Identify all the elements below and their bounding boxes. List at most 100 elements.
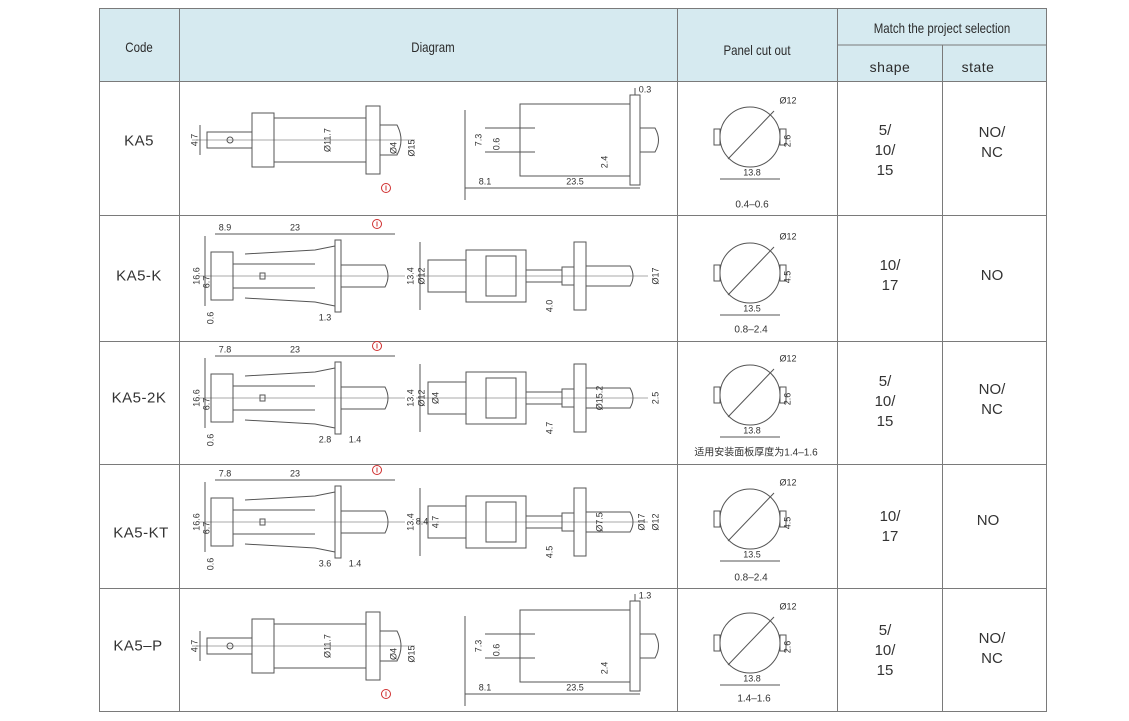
row-code: KA5	[124, 132, 154, 150]
red-marker-icon	[372, 341, 382, 351]
drawing-outline	[519, 103, 631, 177]
drawing-outline	[629, 94, 641, 186]
row-code: KA5-K	[116, 267, 162, 285]
red-marker-icon	[372, 465, 382, 475]
dimension-label: Ø15.2	[594, 386, 604, 411]
red-marker-icon	[381, 689, 391, 699]
dimension-label: 4.7	[189, 134, 199, 147]
drawing-outline	[713, 510, 721, 528]
dimension-label: 2.4	[599, 662, 609, 675]
dimension-label: 7.3	[473, 134, 483, 147]
dimension-label: 4.7	[544, 422, 554, 435]
dimension-label: 6.7	[201, 276, 211, 289]
row-state: NO/ NC	[978, 381, 1006, 418]
dimension-label: 16.6	[191, 389, 201, 407]
button-cap	[640, 127, 659, 153]
dimension-label: 23.5	[566, 682, 584, 692]
dimension-label: Ø17	[636, 513, 646, 530]
dimension-label: 7.8	[219, 344, 232, 354]
dimension-label: 8.9	[219, 222, 232, 232]
dimension-label: 23	[290, 468, 300, 478]
dimension-label: 13.4	[405, 267, 415, 285]
drawing-outline	[713, 386, 721, 404]
dimension-label: 4.5	[782, 271, 792, 284]
dimension-label: 4.7	[430, 516, 440, 529]
dimension-label: 7.8	[219, 468, 232, 478]
red-marker-icon	[381, 183, 391, 193]
dimension-label: 2.6	[782, 135, 792, 148]
panel-thickness: 适用安装面板厚度为1.4–1.6	[694, 447, 818, 459]
dimension-label: Ø11.7	[322, 128, 332, 152]
header-diagram: Diagram	[411, 39, 455, 55]
row-shape: 10/ 17	[879, 508, 901, 545]
dimension-label: Ø11.7	[322, 634, 332, 658]
dimension-label: Ø4	[430, 392, 440, 404]
row-state: NO/ NC	[978, 630, 1006, 667]
panel-thickness: 0.8–2.4	[734, 572, 768, 584]
drawing-outline	[713, 634, 721, 652]
row-shape: 5/ 10/ 15	[874, 622, 896, 679]
header-shape: shape	[869, 59, 911, 75]
panel-thickness: 1.4–1.6	[737, 693, 771, 705]
dimension-label: Ø4	[388, 142, 398, 154]
red-marker-icon	[372, 219, 382, 229]
dimension-label: 2.8	[319, 434, 332, 444]
drawing-line	[727, 368, 775, 418]
dimension-label: 6.7	[201, 522, 211, 535]
dimension-label: 2.4	[599, 156, 609, 169]
drawing-outline	[779, 634, 787, 652]
drawing-outline	[779, 264, 787, 282]
dimension-label: 6.7	[201, 398, 211, 411]
button-cap	[640, 633, 659, 659]
dimension-label: 13.4	[405, 513, 415, 531]
row-code: KA5–P	[113, 637, 163, 655]
dimension-label: 13.8	[743, 673, 761, 683]
dimension-label: 0.6	[205, 312, 215, 325]
dimension-label: 4.0	[544, 300, 554, 313]
drawing-line	[727, 492, 775, 542]
header-match-project-selection: Match the project selection	[873, 20, 1011, 36]
dimension-label: 23.5	[566, 176, 584, 186]
dimension-label: 2.5	[650, 392, 660, 405]
dimension-label: 0.6	[491, 644, 501, 657]
dimension-label: 1.3	[319, 312, 332, 322]
header-code: Code	[125, 39, 153, 55]
dimension-label: 1.3	[639, 590, 652, 600]
dimension-label: Ø15	[406, 139, 416, 156]
row-state: NO/ NC	[978, 124, 1006, 161]
dimension-label: 13.5	[743, 303, 761, 313]
dimension-label: Ø15	[406, 645, 416, 662]
dimension-label: Ø12	[779, 353, 796, 363]
dimension-label: Ø7.5	[594, 512, 604, 532]
panel-thickness: 0.8–2.4	[734, 324, 768, 336]
row-shape: 5/ 10/ 15	[874, 373, 896, 430]
row-shape: 5/ 10/ 15	[874, 122, 896, 179]
dimension-label: Ø17	[650, 267, 660, 284]
row-shape: 10/ 17	[879, 257, 901, 294]
dimension-label: 13.8	[743, 167, 761, 177]
row-state: NO	[976, 512, 1000, 529]
dimension-label: 3.6	[319, 558, 332, 568]
row-state: NO	[980, 267, 1004, 284]
dimension-label: 0.6	[205, 434, 215, 447]
dimension-label: 13.8	[743, 425, 761, 435]
dimension-label: 0.3	[639, 84, 652, 94]
dimension-label: 13.4	[405, 389, 415, 407]
dimension-label: Ø12	[779, 477, 796, 487]
dimension-label: 13.5	[743, 549, 761, 559]
drawing-line	[727, 246, 775, 296]
drawing-outline	[713, 128, 721, 146]
dimension-label: 4.5	[544, 546, 554, 559]
row-code: KA5-2K	[111, 389, 167, 407]
dimension-label: 8.4	[416, 516, 429, 526]
dimension-label: 0.6	[205, 558, 215, 571]
drawing-outline	[519, 609, 631, 683]
dimension-label: 16.6	[191, 267, 201, 285]
dimension-label: 1.4	[349, 434, 362, 444]
dimension-label: 0.6	[491, 138, 501, 151]
dimension-label: 4.5	[782, 517, 792, 530]
